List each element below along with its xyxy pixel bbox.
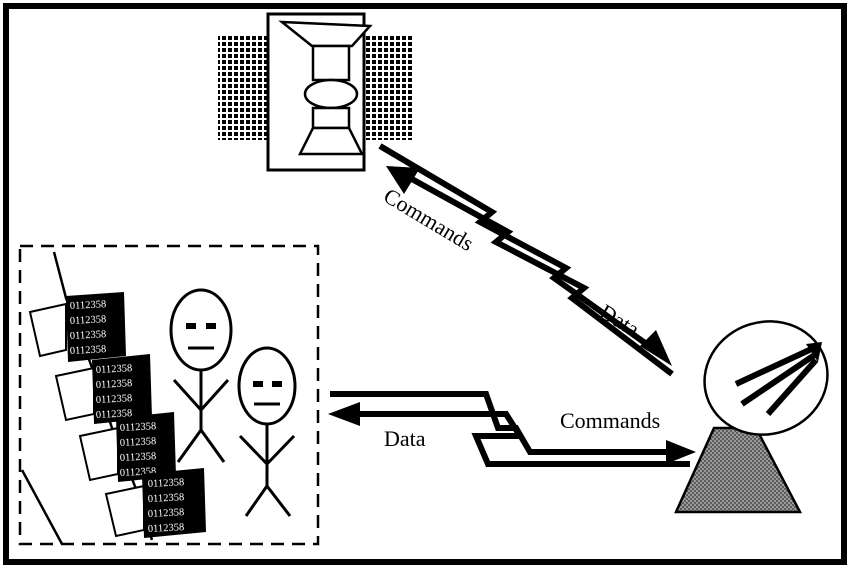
- svg-text:0112358: 0112358: [120, 421, 157, 434]
- workstation-screen: [142, 468, 206, 538]
- svg-text:0112358: 0112358: [120, 451, 157, 464]
- svg-text:0112358: 0112358: [148, 492, 185, 505]
- dish-base: [674, 426, 803, 514]
- ground-commands-arrow: [330, 391, 696, 464]
- solar-panel-right: [362, 34, 414, 140]
- operator-1: [169, 288, 233, 463]
- solar-panel-left: [218, 34, 270, 140]
- svg-text:0112358: 0112358: [148, 522, 185, 535]
- svg-text:0112358: 0112358: [70, 314, 107, 327]
- workstation-2: 0112358 0112358 0112358 0112358: [54, 354, 152, 424]
- svg-text:0112358: 0112358: [96, 378, 133, 391]
- ground-data-label: Data: [384, 426, 426, 451]
- ground-data-arrow: [328, 402, 690, 467]
- workstation-3: 0112358 0112358 0112358 0112358: [78, 412, 176, 482]
- workstation-screen: [92, 354, 152, 424]
- svg-text:0112358: 0112358: [96, 393, 133, 406]
- svg-text:0112358: 0112358: [70, 344, 107, 357]
- workstation-1: 0112358 0112358 0112358 0112358: [28, 292, 126, 362]
- svg-text:0112358: 0112358: [70, 299, 107, 312]
- ground-commands-label: Commands: [560, 408, 660, 433]
- svg-text:0112358: 0112358: [120, 436, 157, 449]
- workstation-4: 0112358 0112358 0112358 0112358: [104, 468, 206, 538]
- satellite-icon: [218, 12, 414, 172]
- ground-antenna-icon: [674, 320, 829, 514]
- operator-2: [237, 346, 297, 517]
- svg-text:0112358: 0112358: [70, 329, 107, 342]
- workstation-screen: [116, 412, 176, 482]
- svg-text:0112358: 0112358: [148, 507, 185, 520]
- svg-text:0112358: 0112358: [96, 363, 133, 376]
- uplink-commands-arrow: [386, 166, 674, 377]
- downlink-data-arrow: [378, 143, 672, 366]
- operations-center-boundary: [18, 244, 320, 546]
- workstation-screen: [66, 292, 126, 362]
- outer-frame: [3, 3, 847, 565]
- dish-reflector: [703, 320, 829, 436]
- svg-text:0112358: 0112358: [148, 477, 185, 490]
